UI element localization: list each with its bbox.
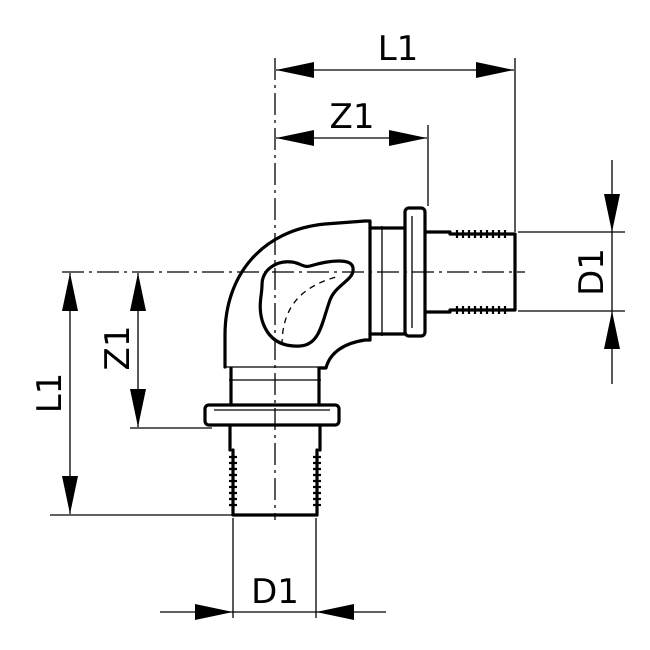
- bottom-sleeve: [228, 423, 322, 452]
- right-sleeve: [423, 230, 452, 314]
- label-top-z1: Z1: [330, 97, 375, 137]
- right-insert: [448, 232, 517, 312]
- dimension-labels: L1 Z1 D1 L1 Z1 D1: [30, 29, 612, 612]
- elbow-window: [258, 259, 355, 348]
- bottom-neck: [229, 366, 321, 407]
- label-left-l1: L1: [30, 373, 70, 414]
- label-left-z1: Z1: [98, 326, 138, 371]
- right-neck: [368, 226, 407, 336]
- inner-bore-arc: [281, 275, 341, 346]
- elbow-body-outline: [223, 219, 372, 370]
- label-top-l1: L1: [378, 29, 419, 69]
- extension-lines: [50, 58, 625, 618]
- bottom-insert-ribs: [229, 455, 321, 507]
- centre-lines: [62, 58, 525, 520]
- elbow-fitting: [203, 206, 517, 517]
- label-right-d1: D1: [572, 248, 612, 296]
- dimension-lines: [62, 62, 620, 620]
- bottom-flange: [203, 403, 341, 427]
- right-insert-ribs: [455, 230, 507, 314]
- label-bottom-d1: D1: [251, 572, 299, 612]
